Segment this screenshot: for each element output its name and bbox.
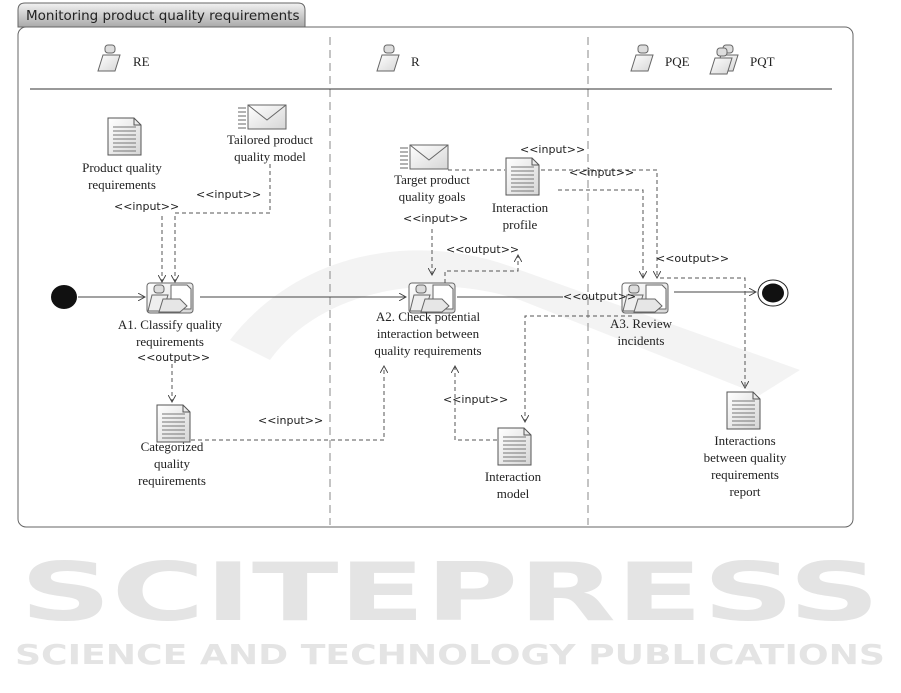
activity-a2-label: A2. Check potential [376,309,481,324]
input-label: <<input>> [258,414,323,427]
input-label: <<input>> [403,212,468,225]
artifact-label: Tailored product [227,132,313,147]
artifact-label: requirements [138,473,206,488]
artifact-label: quality goals [399,189,466,204]
output-label: <<output>> [563,290,636,303]
artifact-label: Categorized [141,439,204,454]
activity-a1-label: requirements [136,334,204,349]
input-label: <<input>> [114,200,179,213]
output-label: <<output>> [656,252,729,265]
object-flows [162,164,745,441]
actor-icon [630,44,654,72]
artifact-label: profile [503,217,538,232]
watermark: SCITEPRESS SCIENCE AND TECHNOLOGY PUBLIC… [15,250,885,671]
artifact-label: requirements [711,467,779,482]
activity-a1-label: A1. Classify quality [118,317,223,332]
diagram-title: Monitoring product quality requirements [26,8,300,24]
activity-a3-label: incidents [618,333,665,348]
input-label: <<input>> [196,188,261,201]
role-re: RE [133,54,150,69]
output-label: <<output>> [137,351,210,364]
title-tab [17,2,306,28]
team-icon [709,44,739,75]
input-label: <<input>> [520,143,585,156]
input-label: <<input>> [569,166,634,179]
envelope-icon [399,144,449,170]
artifact-label: Interaction [492,200,549,215]
document-icon [505,157,540,196]
watermark-brand: SCITEPRESS [20,546,880,639]
artifact-label: between quality [704,450,787,465]
document-icon [156,404,191,443]
document-icon [726,391,761,430]
activity-a3-label: A3. Review [610,316,673,331]
artifact-label: report [729,484,760,499]
activity-a2-label: quality requirements [374,343,481,358]
activity-a1-icon[interactable] [146,282,194,314]
diagram-frame [17,26,854,528]
envelope-icon [237,104,287,130]
actor-icon [376,44,400,72]
document-icon [497,427,532,466]
artifact-label: quality [154,456,191,471]
actor-icon [97,44,121,72]
artifact-label: Interaction [485,469,542,484]
role-pqe: PQE [665,54,690,69]
role-r: R [411,54,420,69]
activity-a2-label: interaction between [377,326,480,341]
artifact-label: Target product [394,172,470,187]
watermark-tagline: SCIENCE AND TECHNOLOGY PUBLICATIONS [15,638,885,671]
artifact-label: quality model [234,149,306,164]
artifact-label: model [497,486,530,501]
start-node [51,285,77,309]
input-label: <<input>> [443,393,508,406]
document-icon [107,117,142,156]
role-pqt: PQT [750,54,775,69]
artifact-label: Interactions [714,433,775,448]
artifact-label: requirements [88,177,156,192]
artifact-label: Product quality [82,160,162,175]
output-label: <<output>> [446,243,519,256]
